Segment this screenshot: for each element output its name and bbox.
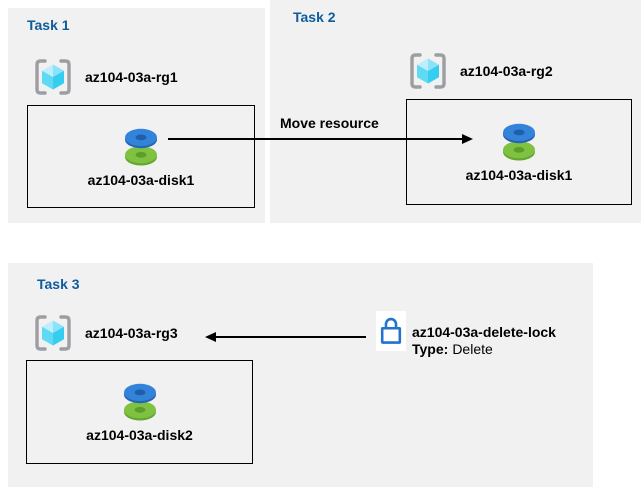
task2-title: Task 2 (293, 9, 336, 25)
task3-resource-box: az104-03a-disk2 (26, 360, 253, 464)
task1-resource-group: az104-03a-rg1 (33, 57, 178, 97)
task3-title: Task 3 (37, 276, 80, 292)
resource-group-icon (33, 313, 73, 353)
resource-group-icon (33, 57, 73, 97)
lock-arrow-line (215, 336, 366, 338)
task1-title: Task 1 (27, 17, 70, 33)
lock-icon (380, 316, 402, 346)
task2-resource-group: az104-03a-rg2 (408, 51, 553, 91)
move-arrow-line (168, 138, 464, 140)
task2-resource-box: az104-03a-disk1 (406, 99, 632, 205)
delete-lock-name: az104-03a-delete-lock (412, 324, 556, 340)
resource-group-label: az104-03a-rg3 (85, 325, 178, 341)
resource-group-label: az104-03a-rg2 (460, 63, 553, 79)
task1-panel: Task 1 az104-03a-rg1 az104-03a-disk1 (8, 8, 265, 223)
disk-label: az104-03a-disk2 (86, 427, 193, 443)
disk-icon (118, 381, 162, 423)
task1-resource-box: az104-03a-disk1 (27, 105, 255, 208)
disk-label: az104-03a-disk1 (465, 167, 573, 183)
disk-label: az104-03a-disk1 (87, 171, 195, 188)
delete-lock (376, 311, 406, 351)
resource-group-label: az104-03a-rg1 (85, 69, 178, 85)
lock-type-value: Delete (452, 341, 493, 357)
delete-lock-type: Type:Delete (412, 341, 556, 358)
task3-resource-group: az104-03a-rg3 (33, 313, 178, 353)
lock-arrow-head-icon (205, 332, 216, 342)
move-arrow-label: Move resource (280, 115, 379, 131)
disk-icon (119, 126, 163, 168)
lock-type-label: Type: (412, 341, 449, 357)
delete-lock-info: az104-03a-delete-lock Type:Delete (412, 324, 556, 358)
resource-group-icon (408, 51, 448, 91)
task2-panel: Task 2 az104-03a-rg2 az104-03a-disk1 (270, 0, 641, 223)
move-arrow-head-icon (462, 134, 473, 144)
task3-panel: Task 3 az104-03a-rg3 az104-03a-disk2 (8, 263, 593, 487)
disk-icon (497, 121, 541, 163)
